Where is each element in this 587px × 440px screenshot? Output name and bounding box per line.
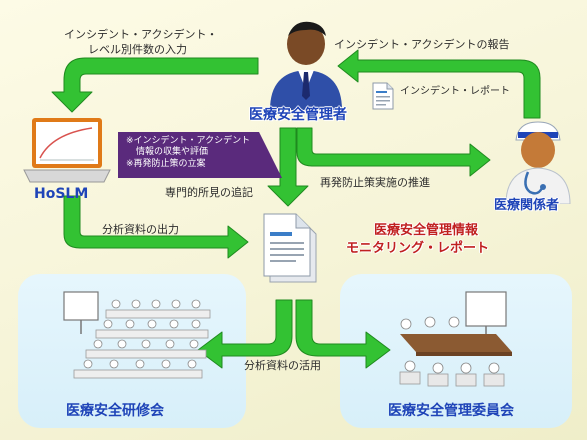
committee-scene [399,291,512,387]
hoslm-callout: ※インシデント・アクシデント 情報の収集や評価 ※再発防止策の立案 [118,132,282,178]
staff-figure [505,121,571,204]
arrow-input [51,57,259,113]
manager-label: 医療安全管理者 [249,107,347,123]
input-label-line1: インシデント・アクシデント・ [64,28,218,41]
arrow-analysis-output [63,195,249,259]
training-scene [63,291,211,379]
hoslm-laptop [23,118,111,183]
input-label-line2: レベル別件数の入力 [88,43,187,56]
arrow-prevention [296,127,491,177]
staff-label: 医療関係者 [494,198,560,213]
analysis-use-label: 分析資料の活用 [244,359,321,372]
manager-figure [270,21,342,110]
prevention-label: 再発防止策実施の推進 [320,176,430,189]
report-title-line2: モニタリング・レポート [346,241,490,256]
hoslm-label: HoSLM [34,186,89,202]
report-title-line1: 医療安全管理情報 [374,223,479,238]
specialist-note-label: 専門的所見の追記 [165,186,253,199]
arrow-report [337,49,541,119]
training-label: 医療安全研修会 [66,403,164,419]
arrow-down-report [267,127,309,207]
incident-report-icon [372,82,394,110]
callout-line: ※再発防止策の立案 [126,158,206,169]
monitoring-report-icon [263,213,317,283]
report-label: インシデント・アクシデントの報告 [334,38,510,51]
callout-line: 情報の収集や評価 [136,147,209,158]
callout-line: ※インシデント・アクシデント [126,136,251,146]
incident-report-label: インシデント・レポート [400,86,510,97]
committee-label: 医療安全管理委員会 [388,403,514,419]
arrow-to-training [197,299,293,369]
analysis-output-label: 分析資料の出力 [102,223,179,236]
arrow-to-committee [295,299,391,369]
